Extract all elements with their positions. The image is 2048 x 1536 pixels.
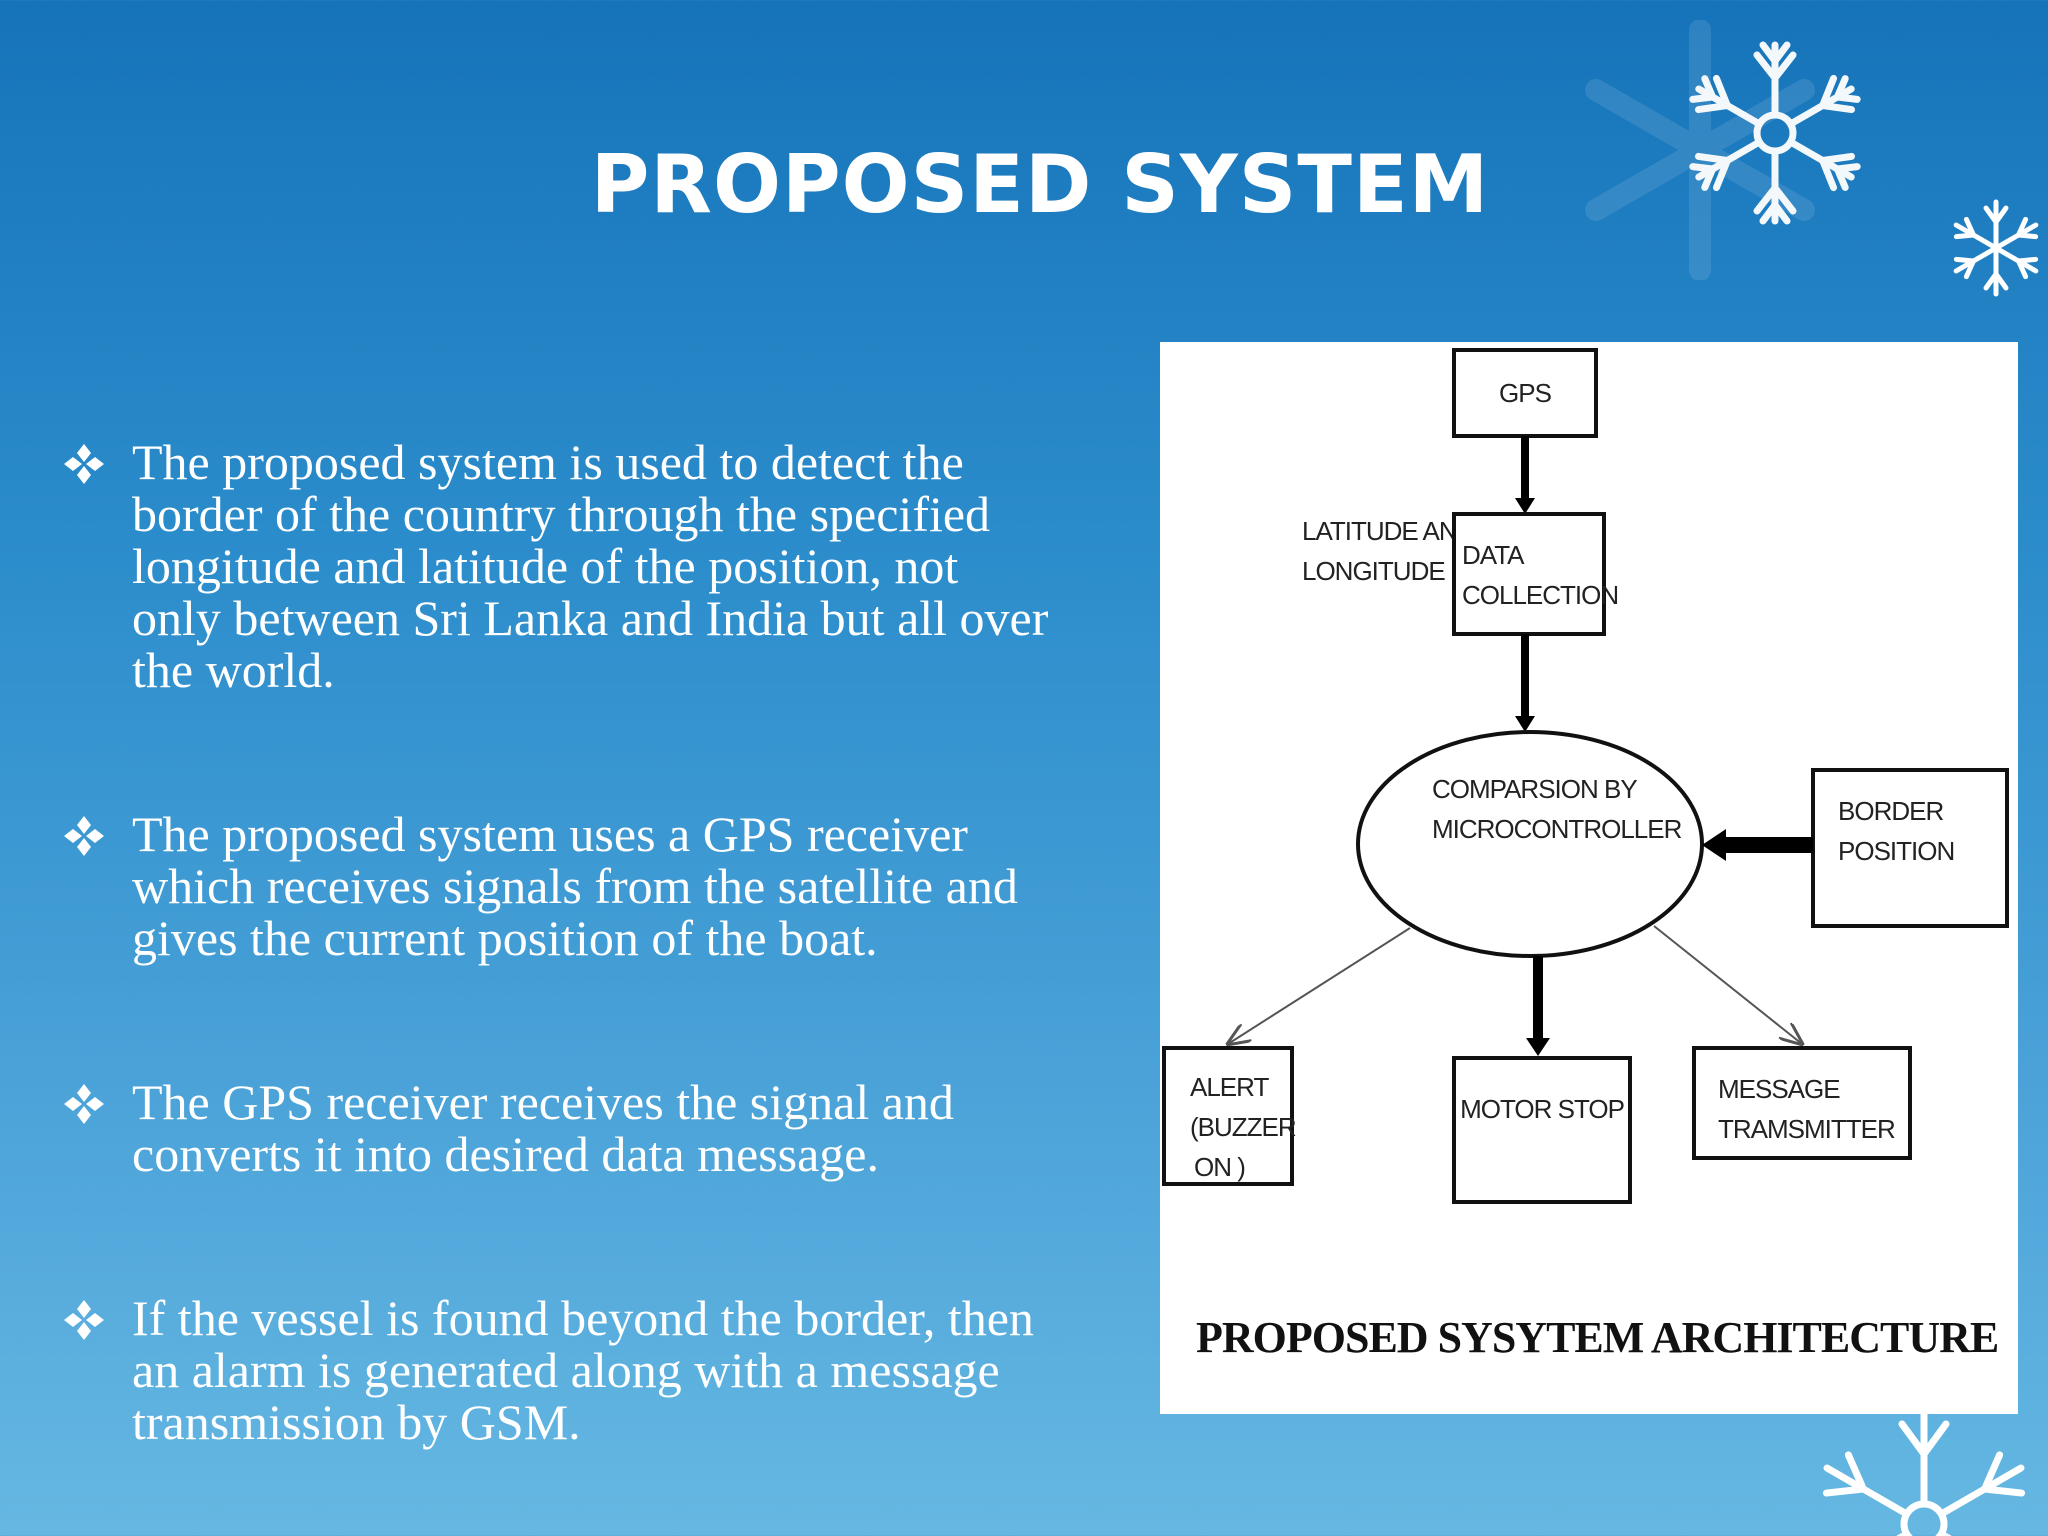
comparison-node: COMPARSION BY MICROCONTROLLER	[1356, 730, 1704, 958]
comparison-line-1: COMPARSION BY	[1432, 774, 1637, 804]
lat-long-label: LATITUDE AND LONGITUDE	[1302, 516, 1476, 586]
border-position-line-1: BORDER	[1838, 796, 1943, 826]
slide-title: PROPOSED SYSTEM	[590, 138, 1490, 231]
bullet-text: The proposed system uses a GPS receiver …	[132, 806, 1018, 966]
alert-node: ALERT (BUZZER ON )	[1162, 1046, 1297, 1186]
data-collection-node: DATA COLLECTION	[1452, 512, 1619, 636]
four-diamond-bullet-icon	[64, 444, 104, 484]
lat-long-line-1: LATITUDE AND	[1302, 516, 1475, 546]
alert-line-3: ON )	[1194, 1152, 1245, 1182]
arrow-comparison-to-motor-stop	[1526, 956, 1550, 1056]
bullet-item: If the vessel is found beyond the border…	[52, 1292, 1142, 1448]
arrow-border-to-comparison	[1702, 829, 1813, 861]
snowflake-icon	[1944, 199, 2048, 300]
bullet-text: If the vessel is found beyond the border…	[132, 1290, 1034, 1450]
motor-stop-node: MOTOR STOP	[1452, 1056, 1632, 1204]
message-transmitter-node: MESSAGE TRAMSMITTER	[1692, 1046, 1912, 1160]
arrow-comparison-to-message	[1653, 925, 1802, 1044]
gps-node: GPS	[1452, 348, 1598, 438]
comparison-line-2: MICROCONTROLLER	[1432, 814, 1682, 844]
arrow-comparison-to-alert	[1228, 927, 1411, 1044]
alert-line-2: (BUZZER	[1190, 1112, 1296, 1142]
arrow-data-to-comparison	[1515, 634, 1535, 732]
message-transmitter-line-2: TRAMSMITTER	[1718, 1114, 1895, 1144]
four-diamond-bullet-icon	[64, 1084, 104, 1124]
four-diamond-bullet-icon	[64, 816, 104, 856]
snowflake-icon	[1800, 1408, 2048, 1536]
alert-line-1: ALERT	[1190, 1072, 1269, 1102]
lat-long-line-2: LONGITUDE	[1302, 556, 1445, 586]
snowflake-icon	[1570, 20, 1830, 280]
bullet-item: The proposed system uses a GPS receiver …	[52, 808, 1142, 964]
architecture-diagram: GPS LATITUDE AND LONGITUDE DATA COLLECTI…	[1160, 342, 2018, 1414]
four-diamond-bullet-icon	[64, 1300, 104, 1340]
data-collection-line-1: DATA	[1462, 540, 1525, 570]
message-transmitter-line-1: MESSAGE	[1718, 1074, 1840, 1104]
border-position-node: BORDER POSITION	[1811, 768, 2009, 928]
bullet-item: The proposed system is used to detect th…	[52, 436, 1142, 696]
motor-stop-label: MOTOR STOP	[1460, 1094, 1624, 1124]
arrow-gps-to-data	[1515, 436, 1535, 514]
diagram-caption: PROPOSED SYSYTEM ARCHITECTURE	[1196, 1313, 1998, 1362]
bullet-item: The GPS receiver receives the signal and…	[52, 1076, 1142, 1180]
border-position-line-2: POSITION	[1838, 836, 1954, 866]
bullet-text: The proposed system is used to detect th…	[132, 434, 1049, 698]
gps-label: GPS	[1499, 378, 1552, 408]
bullet-text: The GPS receiver receives the signal and…	[132, 1074, 954, 1182]
data-collection-line-2: COLLECTION	[1462, 580, 1618, 610]
